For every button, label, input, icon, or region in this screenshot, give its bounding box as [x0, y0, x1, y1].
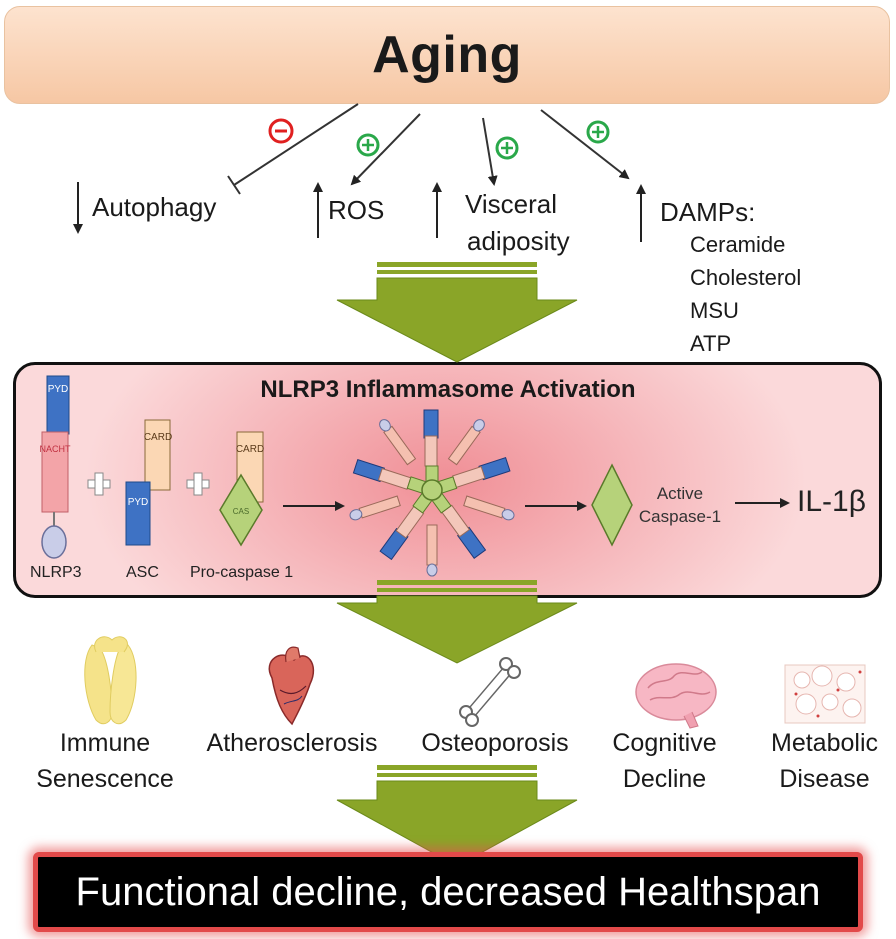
nlrp3-molecule-icon: PYD NACHT [40, 375, 72, 559]
ros-label: ROS [328, 195, 385, 225]
active-caspase-line2: Caspase-1 [638, 507, 722, 526]
procaspase-domain-cas: CAS [233, 507, 249, 516]
damp-item-msu: MSU [690, 298, 739, 323]
outcome-label-line2: Senescence [36, 765, 174, 793]
inflammasome-title: NLRP3 Inflammasome Activation [260, 376, 636, 403]
plus-icon [87, 472, 111, 496]
outcome-label-line1: Cognitive [612, 729, 717, 757]
final-outcome-text: Functional decline, decreased Healthspan [75, 869, 821, 914]
aging-header: Aging [4, 6, 890, 104]
damp-item-cholesterol: Cholesterol [690, 265, 802, 290]
outcome-osteoporosis: Osteoporosis [405, 725, 585, 761]
damp-item-ceramide: Ceramide [690, 232, 786, 257]
component-label-procaspase: Pro-caspase 1 [190, 564, 294, 581]
outcome-immune-senescence: Immune Senescence [15, 725, 195, 797]
component-label-nlrp3: NLRP3 [30, 564, 82, 581]
asc-domain-pyd: PYD [128, 497, 149, 508]
promote-arrow-visceral [482, 117, 498, 186]
outcome-label-line2: Decline [622, 765, 707, 793]
plus-sign-icon [356, 133, 380, 157]
brain-icon [635, 663, 717, 729]
plus-icon [186, 472, 210, 496]
il1b-label: IL-1β [797, 485, 866, 518]
outcome-atherosclerosis: Atherosclerosis [192, 725, 392, 761]
outcome-label-line1: Atherosclerosis [206, 729, 378, 757]
inhibit-arrow-autophagy [233, 103, 359, 186]
flow-arrow-to-decline [336, 765, 578, 867]
outcome-metabolic-disease: Metabolic Disease [752, 725, 896, 797]
procaspase-molecule-icon: CARD CAS [219, 431, 264, 547]
visceral-label-line2: adiposity [467, 226, 570, 256]
thymus-icon [84, 636, 137, 725]
final-outcome-box: Functional decline, decreased Healthspan [33, 852, 863, 932]
procaspase-domain-card: CARD [236, 444, 264, 455]
outcome-label-line1: Immune [59, 729, 151, 757]
inhibit-bar-autophagy [227, 175, 241, 195]
damps-title: DAMPs: [660, 197, 756, 227]
outcome-label-line1: Metabolic [771, 729, 878, 757]
outcome-label-line1: Osteoporosis [421, 729, 569, 757]
flow-arrow-to-diseases [336, 580, 578, 664]
promote-arrow-ros [350, 113, 421, 186]
active-caspase-icon [591, 463, 633, 547]
component-label-asc: ASC [126, 564, 159, 581]
minus-sign-icon [268, 118, 294, 144]
visceral-label-line1: Visceral [465, 189, 558, 219]
inflammasome-complex-icon [349, 409, 515, 577]
plus-sign-icon [586, 120, 610, 144]
adipose-tissue-icon [784, 664, 866, 724]
asc-molecule-icon: CARD PYD [125, 419, 172, 546]
nlrp3-domain-nacht: NACHT [40, 444, 72, 454]
flow-arrow-to-inflammasome [336, 262, 578, 363]
active-caspase-line1: Active [656, 484, 704, 503]
nlrp3-domain-pyd: PYD [48, 384, 69, 395]
plus-sign-icon [495, 136, 519, 160]
damp-item-atp: ATP [690, 331, 732, 356]
autophagy-label: Autophagy [92, 192, 217, 222]
outcome-cognitive-decline: Cognitive Decline [592, 725, 737, 797]
aging-title: Aging [372, 26, 522, 84]
active-caspase-label: Active Caspase-1 [630, 482, 730, 528]
heart-icon [268, 646, 315, 726]
promote-arrow-damps [540, 109, 630, 180]
outcome-label-line2: Disease [779, 765, 870, 793]
asc-domain-card: CARD [144, 432, 172, 443]
bone-icon [459, 657, 521, 727]
